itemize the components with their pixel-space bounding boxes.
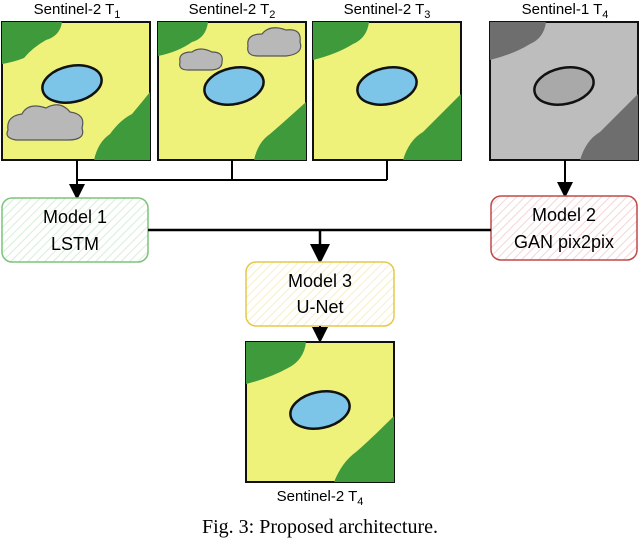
model2-title: Model 2 <box>532 205 596 225</box>
model2-box: Model 2 GAN pix2pix <box>490 195 638 261</box>
model1-subtitle: LSTM <box>51 234 99 254</box>
sentinel1-t4-image <box>489 21 639 161</box>
output-image <box>245 341 395 483</box>
input-label-4: Sentinel-1 T4 <box>522 1 609 21</box>
input-label-2: Sentinel-2 T2 <box>189 1 276 21</box>
figure-caption: Fig. 3: Proposed architecture. <box>202 516 438 538</box>
model2-subtitle: GAN pix2pix <box>514 232 614 252</box>
model3-subtitle: U-Net <box>296 297 343 317</box>
connector-s2-merge <box>69 160 388 200</box>
connector-models-to-model3 <box>148 228 491 264</box>
model1-title: Model 1 <box>43 207 107 227</box>
model3-title: Model 3 <box>288 271 352 291</box>
input-label-3: Sentinel-2 T3 <box>344 1 431 21</box>
input-label-1: Sentinel-2 T1 <box>34 1 121 21</box>
output-label: Sentinel-2 T4 <box>277 488 364 508</box>
sentinel2-t2-image <box>157 21 307 161</box>
model1-box: Model 1 LSTM <box>1 197 149 263</box>
sentinel2-t1-image <box>1 21 151 161</box>
model3-box: Model 3 U-Net <box>245 261 395 327</box>
sentinel2-t3-image <box>312 21 462 161</box>
